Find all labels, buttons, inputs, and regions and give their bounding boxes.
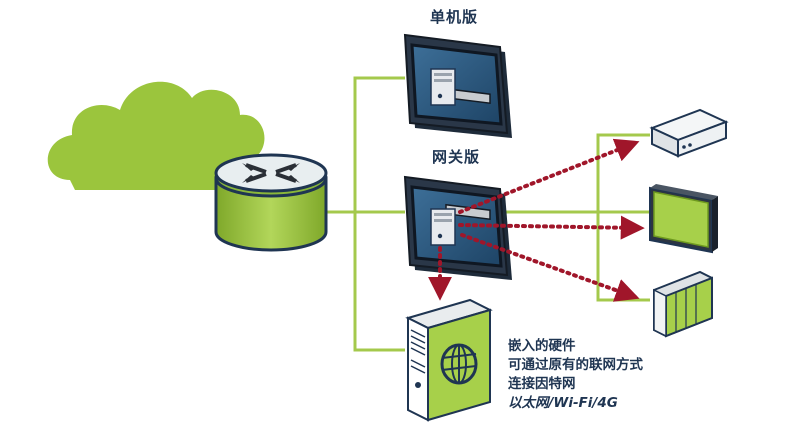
globe-icon — [440, 343, 478, 385]
panel-pc-standalone — [403, 33, 512, 138]
description-line: 可通过原有的联网方式 — [508, 357, 643, 373]
server-mini-icon — [430, 208, 456, 246]
device-box-icon — [649, 108, 729, 158]
server-mini-icon — [430, 68, 456, 106]
plc-module-icon — [653, 270, 713, 338]
server-tower-icon — [405, 298, 493, 422]
standalone-label: 单机版 — [430, 8, 479, 26]
router-icon — [214, 153, 328, 252]
gateway-label: 网关版 — [432, 148, 481, 166]
panel-pc-gateway — [403, 175, 512, 280]
description-text: 嵌入的硬件 可通过原有的联网方式 连接因特网 以太网/Wi-Fi/4G — [508, 337, 643, 413]
data-flow-arrows — [428, 138, 645, 302]
cloud-icon — [47, 81, 266, 191]
touch-panel-icon — [649, 184, 718, 254]
description-line: 嵌入的硬件 — [508, 338, 576, 354]
description-line: 连接因特网 — [508, 376, 576, 392]
description-line: 以太网/Wi-Fi/4G — [508, 395, 618, 411]
